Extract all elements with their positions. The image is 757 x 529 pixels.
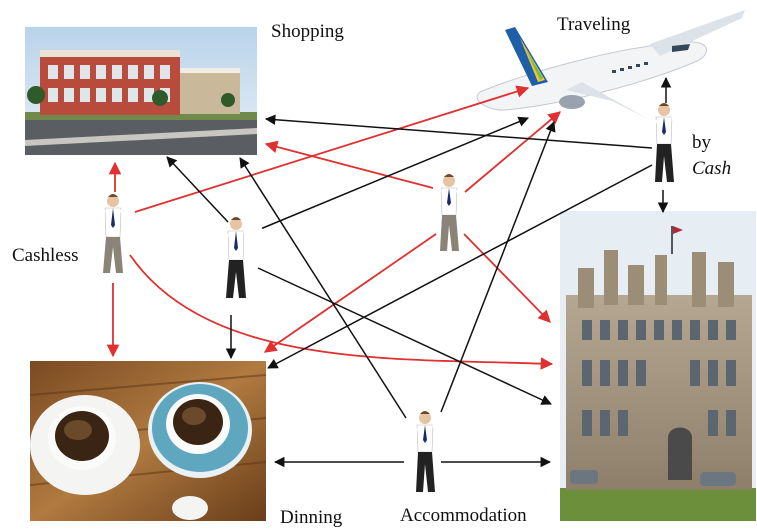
label-dinning: Dinning bbox=[280, 507, 343, 528]
label-accommodation: Accommodation bbox=[400, 505, 527, 526]
person-accommodation bbox=[405, 411, 460, 492]
person-by-cash bbox=[644, 103, 699, 182]
arrow-byCash-to-dining bbox=[267, 164, 653, 369]
arrow-person3-to-traveling bbox=[464, 111, 561, 193]
person-cash-left bbox=[214, 217, 263, 298]
arrow-person2-to-accommodation bbox=[257, 267, 552, 405]
person-cashless-center bbox=[424, 174, 471, 251]
arrow-accom-person-to-traveling bbox=[440, 121, 556, 413]
castle-photo bbox=[560, 211, 756, 521]
arrow-person3-to-accommodation bbox=[463, 233, 551, 323]
arrow-person2-to-traveling bbox=[257, 116, 529, 231]
arrow-cashless-to-traveling bbox=[134, 85, 530, 213]
label-cashless: Cashless bbox=[12, 245, 79, 266]
shopping-photo bbox=[25, 27, 257, 155]
label-cash: Cash bbox=[692, 158, 732, 179]
label-by: by bbox=[692, 132, 711, 153]
cashless-arrows bbox=[106, 85, 561, 370]
arrow-person3-to-dining bbox=[263, 233, 437, 353]
arrow-byCash-to-shopping bbox=[264, 114, 653, 149]
arrow-accom-person-to-shopping bbox=[239, 157, 407, 419]
person-cashless-left bbox=[88, 194, 135, 273]
airplane-photo bbox=[476, 10, 745, 120]
label-traveling: Traveling bbox=[557, 14, 631, 35]
arrow-person3-to-shopping bbox=[264, 140, 434, 189]
cash-arrows bbox=[166, 76, 672, 468]
coffee-photo bbox=[29, 361, 267, 521]
label-shopping: Shopping bbox=[271, 21, 344, 42]
arrow-cashless-to-accommodation bbox=[129, 254, 554, 370]
arrow-person2-to-shopping bbox=[166, 156, 229, 223]
